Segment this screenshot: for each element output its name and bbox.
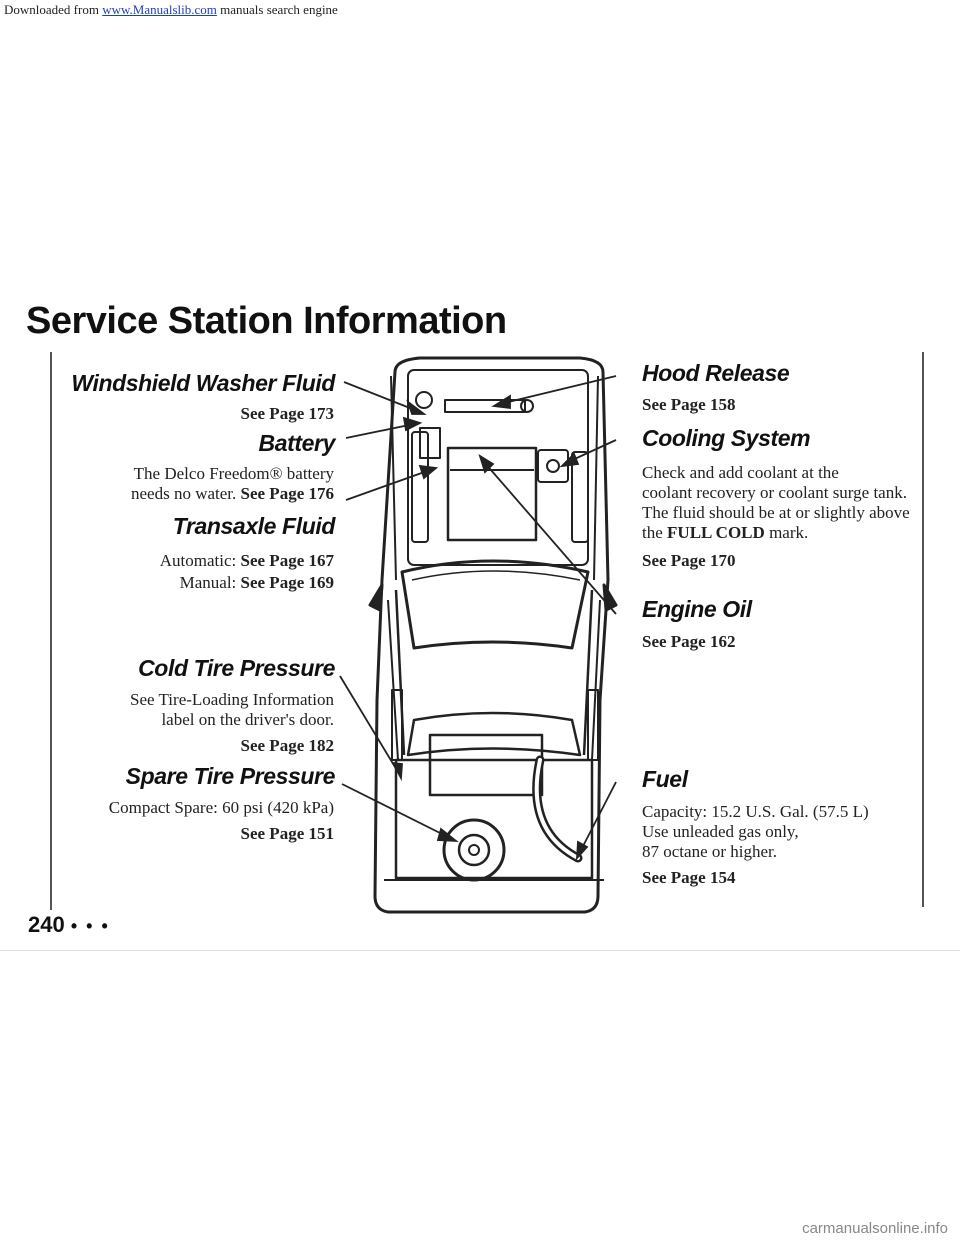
heading-engine-oil: Engine Oil: [642, 596, 752, 622]
right-margin-rule: [922, 352, 924, 907]
battery-text: The Delco Freedom® battery needs no wate…: [130, 464, 334, 503]
cold-tire-description: See Tire-Loading Information label on th…: [130, 690, 334, 755]
footer-rule: [0, 950, 960, 951]
heading-cold-tire-pressure: Cold Tire Pressure: [138, 655, 335, 681]
cooling-description: Check and add coolant at the coolant rec…: [642, 463, 910, 570]
transaxle-description: Automatic: See Page 167 Manual: See Page…: [160, 550, 334, 594]
heading-transaxle-fluid: Transaxle Fluid: [172, 513, 336, 539]
leader-cold-tire: [339, 675, 399, 773]
leader-engine-oil: [483, 461, 617, 615]
leader-hood: [499, 375, 617, 405]
manualslib-link[interactable]: www.Manualslib.com: [102, 2, 217, 17]
leader-washer: [343, 381, 421, 413]
rear-window: [406, 711, 582, 757]
banner-prefix: Downloaded from: [4, 2, 99, 17]
leader-battery: [345, 423, 415, 439]
leader-fuel: [579, 781, 617, 853]
transaxle-manual-ref: See Page 169: [240, 573, 334, 592]
heading-hood-release: Hood Release: [642, 360, 790, 386]
engine-oil-ref: See Page 162: [642, 632, 736, 651]
transaxle-automatic-label: Automatic:: [159, 551, 237, 570]
banner-suffix: manuals search engine: [220, 2, 338, 17]
cold-tire-ref: See Page 182: [240, 736, 334, 755]
windshield: [400, 559, 590, 650]
heading-fuel: Fuel: [642, 766, 688, 792]
heading-windshield-washer: Windshield Washer Fluid: [71, 370, 335, 396]
battery-ref: See Page 176: [240, 484, 334, 503]
heading-spare-tire-pressure: Spare Tire Pressure: [125, 763, 336, 789]
car-body-outline: [373, 356, 610, 914]
fuel-ref: See Page 154: [642, 868, 736, 887]
hood-ref: See Page 158: [642, 395, 736, 414]
transaxle-automatic-ref: See Page 167: [240, 551, 334, 570]
cooling-ref: See Page 170: [642, 551, 736, 570]
washer-ref: See Page 173: [240, 404, 334, 423]
fuel-description: Capacity: 15.2 U.S. Gal. (57.5 L) Use un…: [642, 802, 869, 887]
battery-box: [419, 427, 441, 459]
spare-tire-ref: See Page 151: [240, 824, 334, 843]
battery-description: The Delco Freedom® battery needs no wate…: [114, 464, 334, 504]
heading-cooling-system: Cooling System: [642, 425, 811, 451]
page-number: 240 • • •: [28, 912, 110, 937]
leader-spare-tire: [341, 783, 451, 839]
leader-transaxle: [345, 469, 431, 501]
left-margin-rule: [50, 352, 52, 910]
heading-battery: Battery: [258, 430, 336, 456]
source-banner: Downloaded from www.Manualslib.com manua…: [0, 0, 960, 20]
watermark: carmanualsonline.info: [802, 1220, 948, 1237]
page-title: Service Station Information: [26, 300, 507, 342]
engine-block: [446, 446, 538, 542]
spare-tire: [442, 818, 506, 882]
trunk: [394, 758, 594, 880]
transaxle-manual-label: Manual:: [179, 573, 237, 592]
spare-tire-description: Compact Spare: 60 psi (420 kPa) See Page…: [108, 798, 334, 843]
